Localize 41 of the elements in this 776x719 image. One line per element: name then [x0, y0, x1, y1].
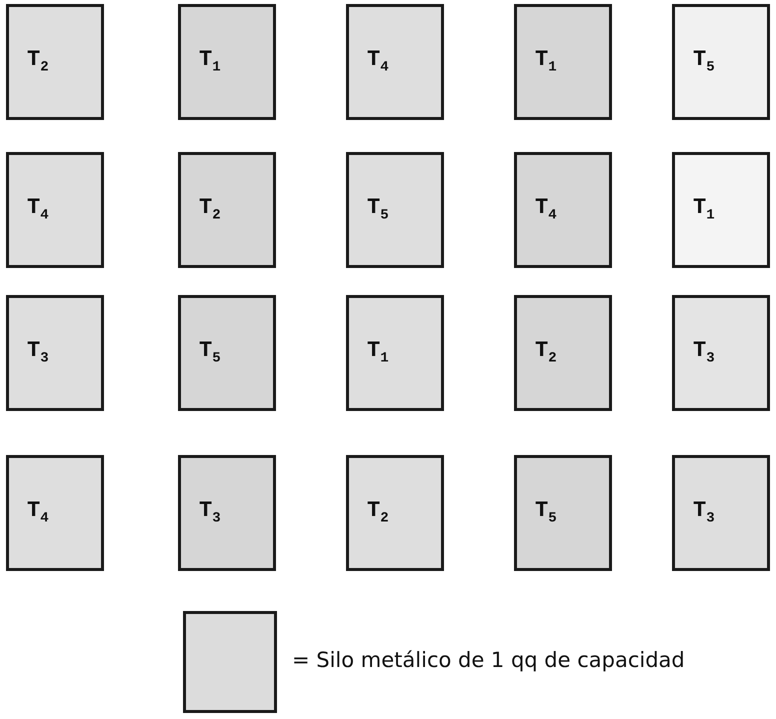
plot-box	[514, 455, 612, 571]
plot-box	[6, 4, 104, 120]
plot-box	[6, 455, 104, 571]
treatment-label: T$_{1}$	[367, 338, 389, 366]
treatment-label: T$_{2}$	[199, 195, 221, 224]
plot-box	[178, 152, 276, 268]
treatment-label: T$_{2}$	[367, 498, 389, 526]
treatment-label: T$_{1}$	[535, 47, 557, 76]
treatment-label: T$_{5}$	[535, 498, 557, 526]
treatment-label: T$_{3}$	[199, 498, 221, 526]
plot-box	[672, 455, 770, 571]
plot-box	[178, 295, 276, 411]
treatment-label: T$_{1}$	[693, 195, 715, 224]
plot-box	[514, 152, 612, 268]
plot-box	[346, 4, 444, 120]
plot-box	[6, 295, 104, 411]
plot-box	[178, 455, 276, 571]
treatment-label: T$_{5}$	[367, 195, 389, 224]
treatment-label: T$_{4}$	[367, 47, 389, 76]
treatment-label: T$_{4}$	[27, 498, 49, 526]
plot-box	[346, 295, 444, 411]
plot-box	[6, 152, 104, 268]
legend-text: = Silo metálico de 1 qq de capacidad	[292, 648, 685, 672]
treatment-label: T$_{2}$	[535, 338, 557, 366]
treatment-label: T$_{3}$	[693, 498, 715, 526]
treatment-label: T$_{4}$	[27, 195, 49, 224]
plot-box	[672, 4, 770, 120]
treatment-label: T$_{3}$	[27, 338, 49, 366]
plot-box	[514, 295, 612, 411]
plot-box	[672, 295, 770, 411]
plot-box	[346, 455, 444, 571]
treatment-label: T$_{3}$	[693, 338, 715, 366]
plot-box	[178, 4, 276, 120]
treatment-label: T$_{5}$	[693, 47, 715, 76]
treatment-label: T$_{1}$	[199, 47, 221, 76]
treatment-label: T$_{5}$	[199, 338, 221, 366]
treatment-label: T$_{4}$	[535, 195, 557, 224]
plot-box	[514, 4, 612, 120]
plot-box	[346, 152, 444, 268]
plot-box	[672, 152, 770, 268]
treatment-label: T$_{2}$	[27, 47, 49, 76]
